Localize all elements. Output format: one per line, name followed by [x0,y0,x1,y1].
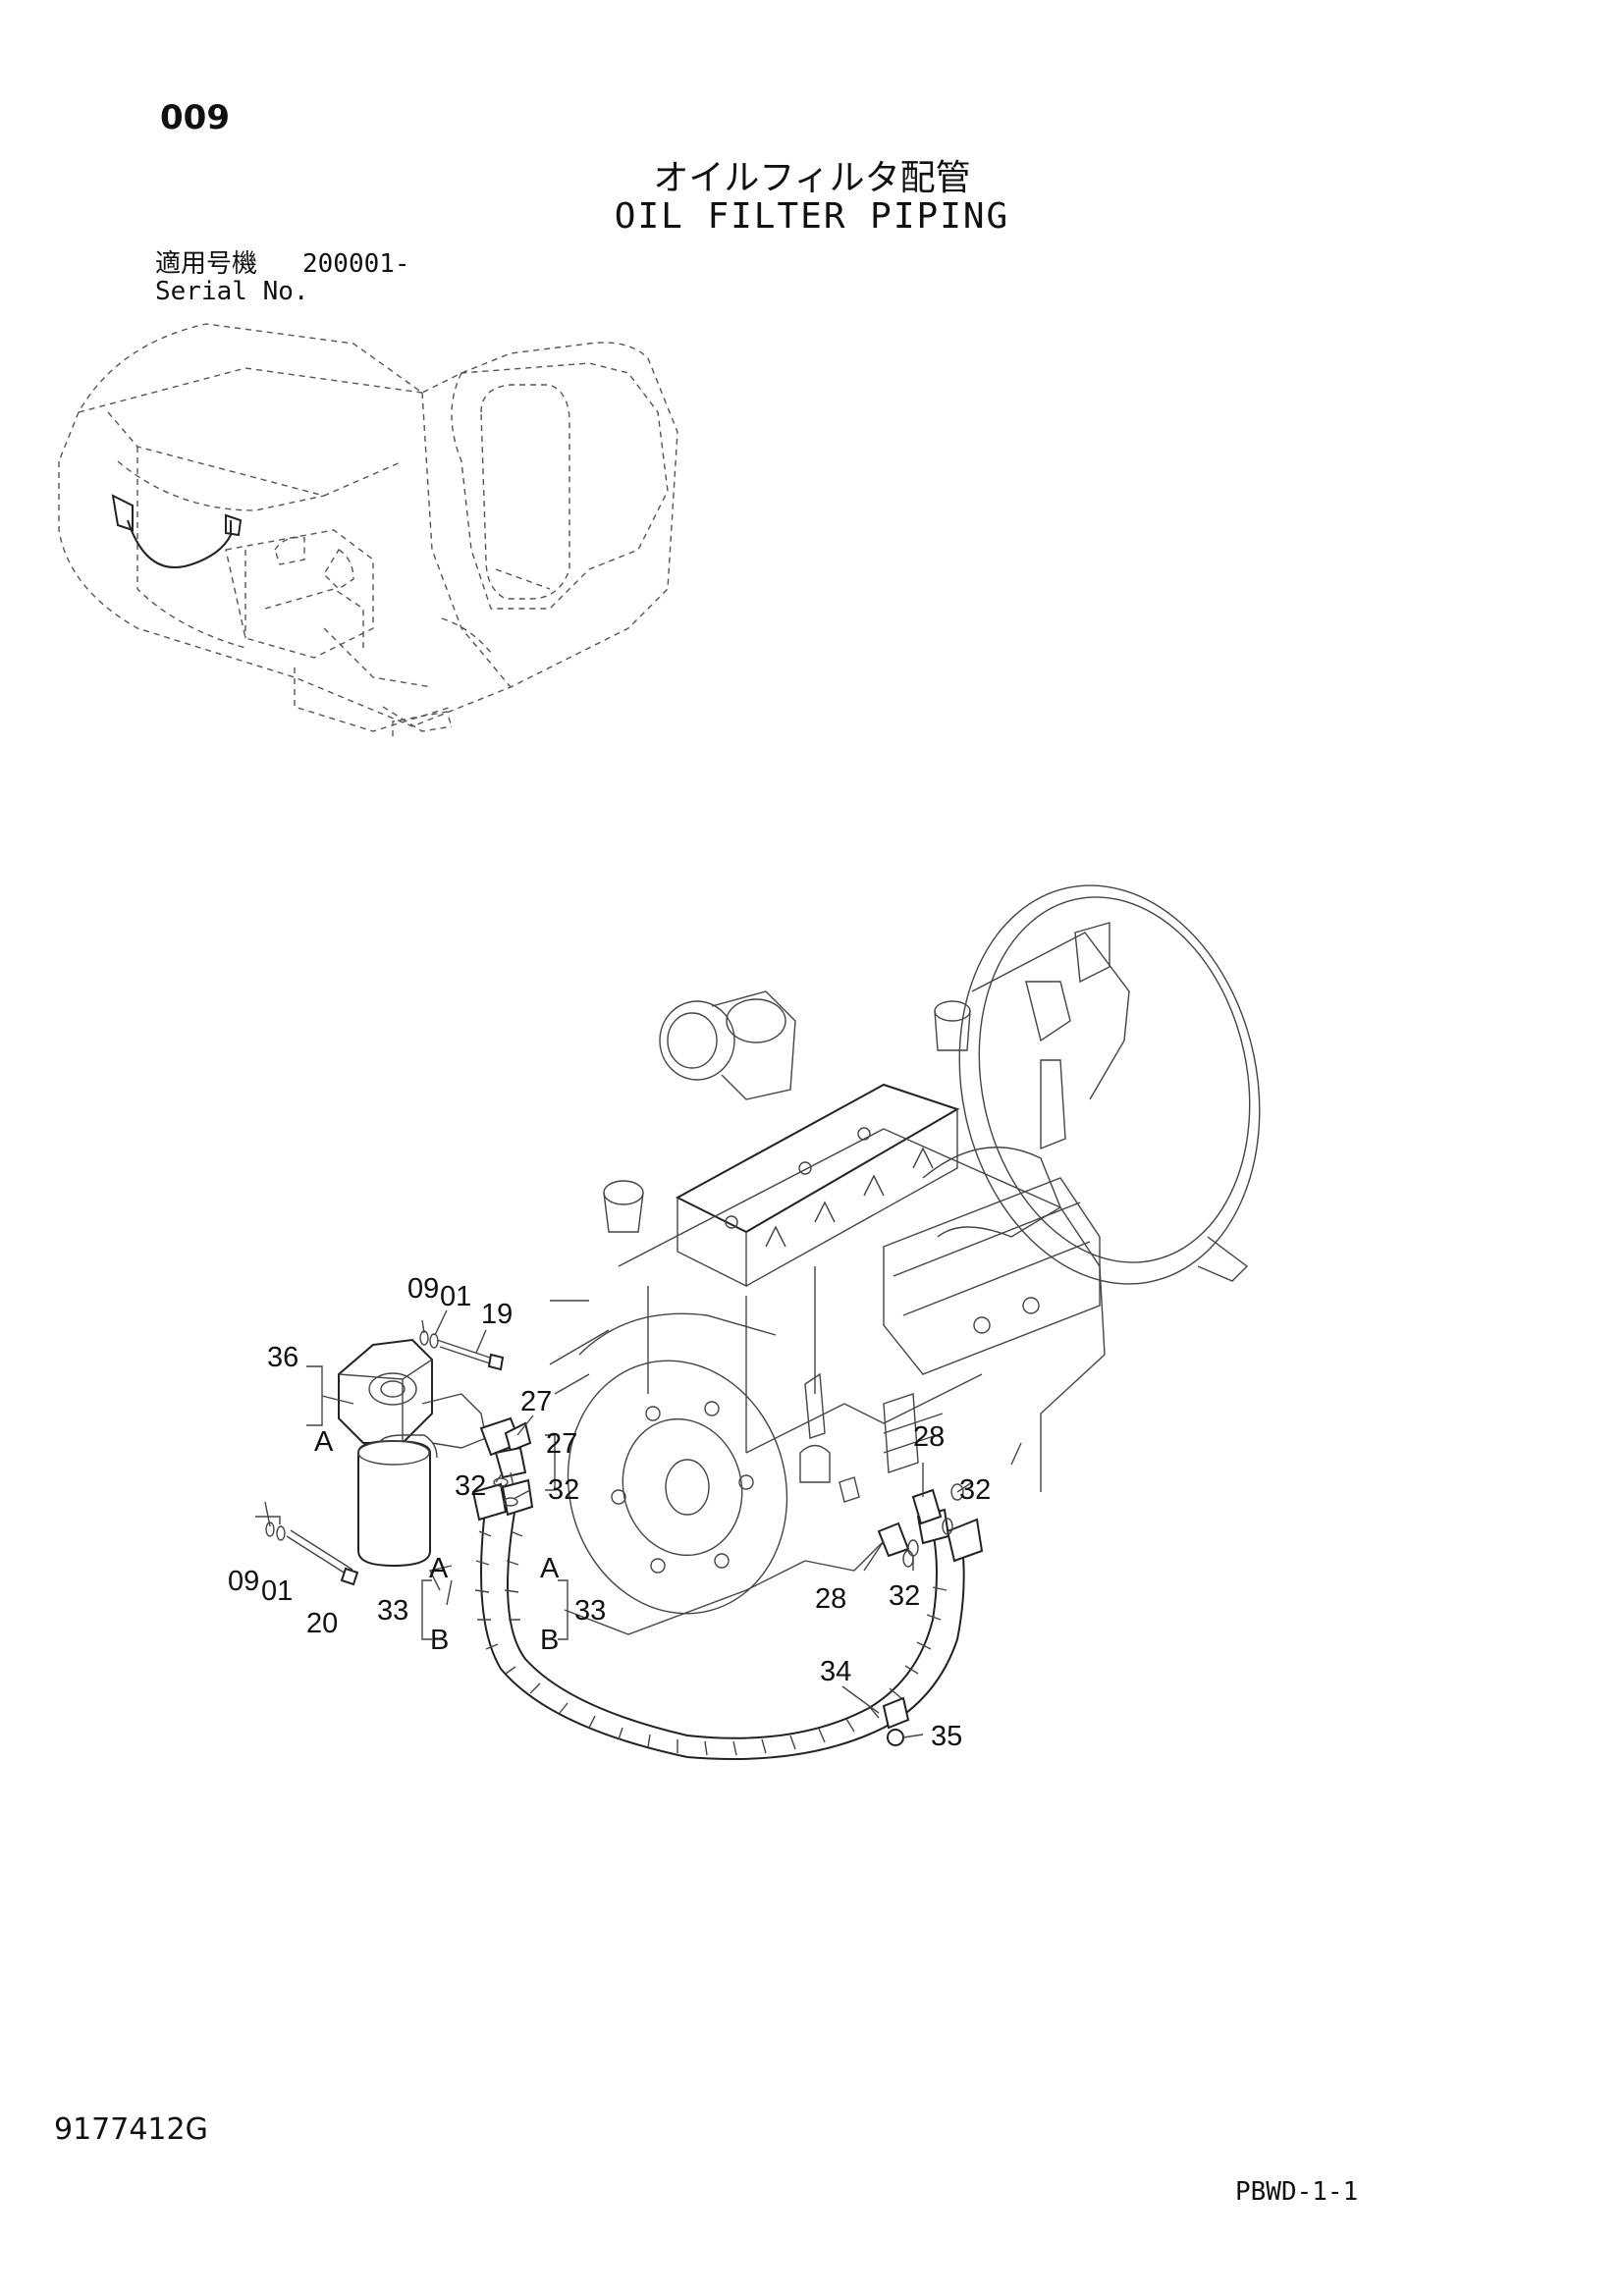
callout-32a: 32 [455,1470,486,1502]
callout-36: 36 [267,1342,298,1373]
engine-illustration [549,884,1261,1635]
leader-lines [255,1300,1022,1738]
callout-09-top: 09 [407,1273,439,1305]
callout-32d: 32 [889,1580,920,1612]
callout-34: 34 [820,1656,851,1687]
title-japanese: オイルフィルタ配管 [653,158,971,198]
callout-32b: 32 [548,1474,579,1506]
oil-filter [338,1338,487,1568]
callout-b-left: B [430,1625,449,1656]
callout-01-bot: 01 [261,1575,293,1607]
document-number: 9177412G [54,2112,208,2147]
callout-28-bot: 28 [815,1583,846,1615]
bolts [265,1330,505,1586]
callout-labels: 09 01 19 36 27 27 A 32 32 28 32 09 01 20… [228,1273,991,1752]
hoses [471,1478,984,1760]
connectors-28 [877,1488,953,1568]
callout-a-right: A [540,1553,560,1584]
callout-01-top: 01 [440,1281,471,1312]
callout-20: 20 [306,1608,338,1639]
callout-09-bot: 09 [228,1566,259,1597]
callout-27b: 27 [546,1428,577,1460]
serial-label-en: Serial No. [155,277,309,306]
callout-a-filter: A [314,1426,334,1458]
serial-label-jp: 適用号機 [155,249,258,279]
serial-value: 200001- [302,249,410,279]
callout-19: 19 [481,1299,513,1330]
page-number: 009 [160,98,230,137]
callout-33-left: 33 [377,1595,408,1627]
callout-27a: 27 [520,1386,552,1417]
title-english: OIL FILTER PIPING [614,196,1010,237]
machine-overview-sketch [58,323,678,736]
elbow-fittings [479,1416,532,1498]
callout-35: 35 [931,1721,962,1752]
page-reference: PBWD-1-1 [1235,2177,1359,2207]
o-rings [493,1477,964,1557]
callout-b-right: B [540,1625,559,1656]
serial-block: 適用号機 200001- Serial No. [155,250,410,305]
callout-32c: 32 [959,1474,991,1506]
callout-a-left: A [429,1553,449,1584]
callout-28-top: 28 [913,1421,945,1453]
callout-33-right: 33 [574,1595,606,1627]
